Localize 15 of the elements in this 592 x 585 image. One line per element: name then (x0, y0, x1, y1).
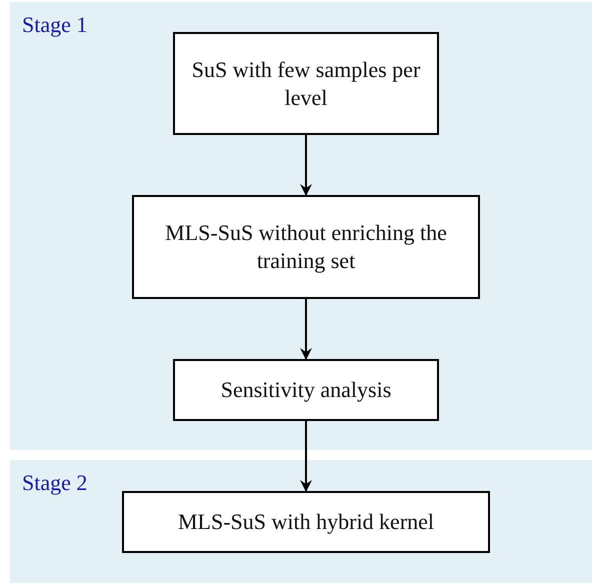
step-label: MLS-SuS without enriching the training set (164, 219, 448, 275)
stage-heading: Stage 2 (22, 470, 88, 496)
process-box (132, 195, 480, 299)
stage-panel (10, 2, 592, 450)
arrow (300, 135, 312, 196)
arrow (300, 299, 312, 360)
stage-heading: Stage 1 (22, 12, 88, 38)
step-label: SuS with few samples per level (190, 56, 422, 112)
step-label: MLS-SuS with hybrid kernel (178, 508, 434, 536)
process-box (173, 359, 439, 421)
process-box (173, 32, 439, 135)
process-box (122, 491, 490, 553)
stage-panel (10, 460, 592, 583)
step-label: Sensitivity analysis (220, 376, 392, 404)
arrow (300, 421, 312, 492)
